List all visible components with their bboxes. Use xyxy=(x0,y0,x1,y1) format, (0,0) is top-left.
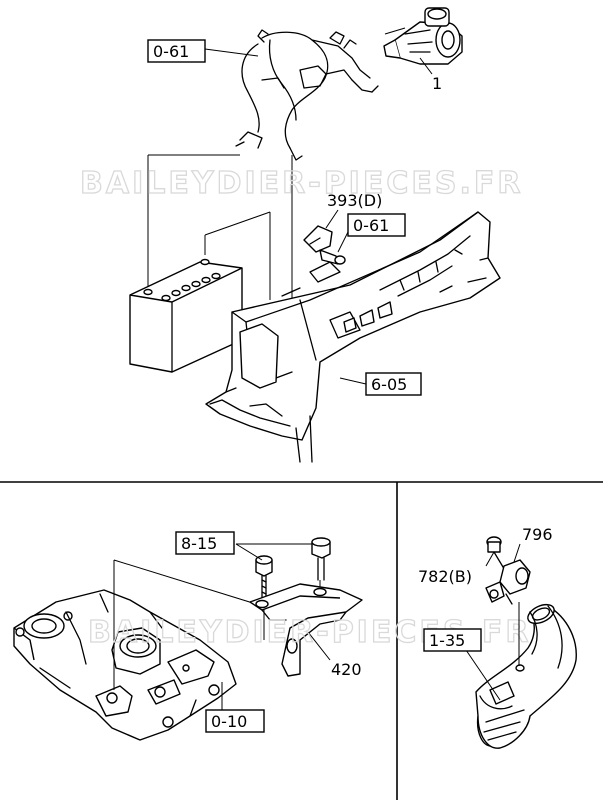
sensor-bolt[interactable] xyxy=(486,536,507,573)
starter-label[interactable]: 1 xyxy=(432,74,442,93)
bracket-420-label[interactable]: 420 xyxy=(331,660,362,679)
watermark: BAILEYDIER-PIECES.FR xyxy=(80,166,523,201)
intake-hose[interactable] xyxy=(475,601,577,749)
bolt-ref-box[interactable] xyxy=(347,213,406,237)
sensor-bolt-label[interactable]: 782(B) xyxy=(418,567,472,586)
bolt-ref-label[interactable]: 0-61 xyxy=(353,216,389,235)
sensor-label[interactable]: 796 xyxy=(522,525,553,544)
bolts-ref-label[interactable]: 8-15 xyxy=(181,534,217,553)
bottom-left-panel: BAILEYDIER-PIECES.FR 8-15 420 0-10 xyxy=(13,531,529,741)
battery[interactable] xyxy=(129,258,243,373)
frame-chassis[interactable] xyxy=(205,211,501,463)
bracket-393d[interactable] xyxy=(303,225,333,253)
harness-ref-label[interactable]: 0-61 xyxy=(153,42,189,61)
hose-ref-label[interactable]: 1-35 xyxy=(429,631,465,650)
bolt-right[interactable] xyxy=(311,537,331,581)
bracket-label[interactable]: 393(D) xyxy=(327,191,382,210)
engine-ref-box[interactable] xyxy=(205,709,265,733)
harness-ref-box[interactable] xyxy=(147,39,206,63)
top-panel: BAILEYDIER-PIECES.FR 0-61 1 393(D) 0-61 … xyxy=(79,7,523,463)
wiring-harness[interactable] xyxy=(235,29,379,161)
frame-ref-box[interactable] xyxy=(365,372,422,396)
engine-block[interactable] xyxy=(13,589,237,741)
frame-ref-label[interactable]: 6-05 xyxy=(371,375,407,394)
bottom-right-panel: 796 782(B) 1-35 xyxy=(418,525,577,749)
starter-motor[interactable] xyxy=(383,7,463,65)
bolts-ref-box[interactable] xyxy=(175,531,235,555)
engine-ref-label[interactable]: 0-10 xyxy=(211,712,247,731)
bolt-0-61[interactable] xyxy=(319,249,346,265)
hose-ref-box[interactable] xyxy=(423,628,482,652)
sensor-796[interactable] xyxy=(485,559,531,605)
bolt-left[interactable] xyxy=(255,555,273,599)
bracket-420[interactable] xyxy=(249,583,363,677)
